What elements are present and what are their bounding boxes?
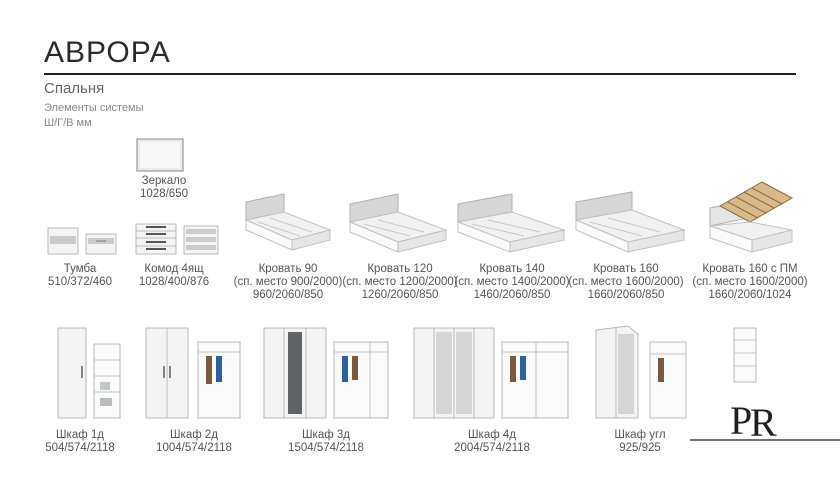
shkaf-ugl-image <box>595 325 687 419</box>
mirror-image <box>136 138 184 172</box>
komod-caption: Комод 4ящ 1028/400/876 <box>94 263 254 289</box>
bed-90-image <box>244 193 332 251</box>
dimensions-format-label: Ш/Г/В мм <box>44 117 92 129</box>
system-elements-label: Элементы системы <box>44 102 144 114</box>
svg-text:R: R <box>750 400 777 445</box>
tumba-dims: 510/372/460 <box>48 276 112 288</box>
tumba-name: Тумба <box>63 263 97 275</box>
shkaf-3d-caption: Шкаф 3д 1504/574/2118 <box>246 429 406 455</box>
bed-90-caption: Кровать 90 (сп. место 900/2000) 960/2060… <box>208 263 368 302</box>
komod-name: Комод 4ящ <box>144 263 204 275</box>
page-subtitle: Спальня <box>44 80 105 97</box>
shkaf-4d-name: Шкаф 4д <box>468 429 516 441</box>
bed-160-lift-sleep: (сп. место 1600/2000) <box>692 276 808 288</box>
bed-120-caption: Кровать 120 (сп. место 1200/2000) 1260/2… <box>320 263 480 302</box>
shkaf-4d-image <box>413 327 569 419</box>
shkaf-ugl-dims: 925/925 <box>619 442 661 454</box>
bed-160-dims: 1660/2060/850 <box>587 289 665 301</box>
bed-160-image <box>574 191 686 253</box>
svg-text:P: P <box>730 398 752 443</box>
bed-140-dims: 1460/2060/850 <box>473 289 551 301</box>
tumba-image <box>47 227 117 255</box>
shkaf-3d-name: Шкаф 3д <box>302 429 350 441</box>
bed-160-lift-image <box>709 181 794 253</box>
bed-160-lift-name: Кровать 160 с ПМ <box>702 263 798 275</box>
shkaf-2d-caption: Шкаф 2д 1004/574/2118 <box>114 429 274 455</box>
bed-140-caption: Кровать 140 (сп. место 1400/2000) 1460/2… <box>432 263 592 302</box>
komod-dims: 1028/400/876 <box>138 276 210 288</box>
bed-120-sleep: (сп. место 1200/2000) <box>342 276 458 288</box>
mirror-caption: Зеркало 1028/650 <box>84 175 244 201</box>
bed-160-caption: Кровать 160 (сп. место 1600/2000) 1660/2… <box>546 263 706 302</box>
shkaf-ugl-name: Шкаф угл <box>614 429 666 441</box>
bed-160-lift-dims: 1660/2060/1024 <box>708 289 792 301</box>
mirror-name: Зеркало <box>141 175 187 187</box>
shkaf-3d-dims: 1504/574/2118 <box>288 442 364 454</box>
shkaf-1d-caption: Шкаф 1д 504/574/2118 <box>0 429 160 455</box>
bed-140-image <box>456 193 566 253</box>
shkaf-ugl-caption: Шкаф угл 925/925 <box>560 429 720 455</box>
tumba-caption: Тумба 510/372/460 <box>0 263 160 289</box>
shkaf-1d-name: Шкаф 1д <box>56 429 104 441</box>
bed-140-sleep: (сп. место 1400/2000) <box>454 276 570 288</box>
bed-160-lift-caption: Кровать 160 с ПМ (сп. место 1600/2000) 1… <box>670 263 830 302</box>
shkaf-4d-dims: 2004/574/2118 <box>454 442 530 454</box>
bed-120-image <box>348 193 448 253</box>
shkaf-2d-image <box>145 327 241 419</box>
shkaf-1d-dims: 504/574/2118 <box>45 442 115 454</box>
title-divider <box>44 73 796 75</box>
shkaf-4d-caption: Шкаф 4д 2004/574/2118 <box>412 429 572 455</box>
bed-160-sleep: (сп. место 1600/2000) <box>568 276 684 288</box>
pr-monogram-logo-icon: P R <box>690 392 840 452</box>
bed-140-name: Кровать 140 <box>479 263 545 275</box>
bed-160-name: Кровать 160 <box>593 263 659 275</box>
bed-120-name: Кровать 120 <box>367 263 433 275</box>
shkaf-2d-dims: 1004/574/2118 <box>156 442 232 454</box>
shkaf-3d-image <box>263 327 389 419</box>
shelf-unit-image <box>733 327 757 383</box>
mirror-dims: 1028/650 <box>140 188 188 200</box>
bed-90-sleep: (сп. место 900/2000) <box>233 276 343 288</box>
bed-90-name: Кровать 90 <box>258 263 318 275</box>
shkaf-2d-name: Шкаф 2д <box>170 429 218 441</box>
page-title: АВРОРА <box>44 36 171 69</box>
shkaf-1d-image <box>57 327 121 419</box>
bed-90-dims: 960/2060/850 <box>252 289 324 301</box>
bed-120-dims: 1260/2060/850 <box>361 289 439 301</box>
komod-image <box>135 223 219 255</box>
